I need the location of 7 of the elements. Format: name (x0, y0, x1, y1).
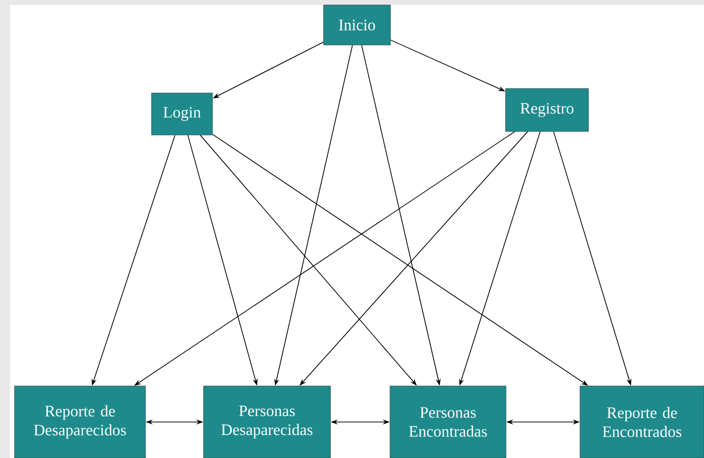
process-box: Reporte de Encontrados (580, 386, 704, 458)
process-box: Reporte de Desaparecidos (14, 386, 146, 458)
process-box: Registro (505, 88, 589, 132)
process-box: Login (151, 92, 213, 136)
process-box: Personas Desaparecidas (203, 386, 331, 458)
process-box: Personas Encontradas (390, 386, 506, 458)
process-box: Inicio (323, 4, 391, 46)
